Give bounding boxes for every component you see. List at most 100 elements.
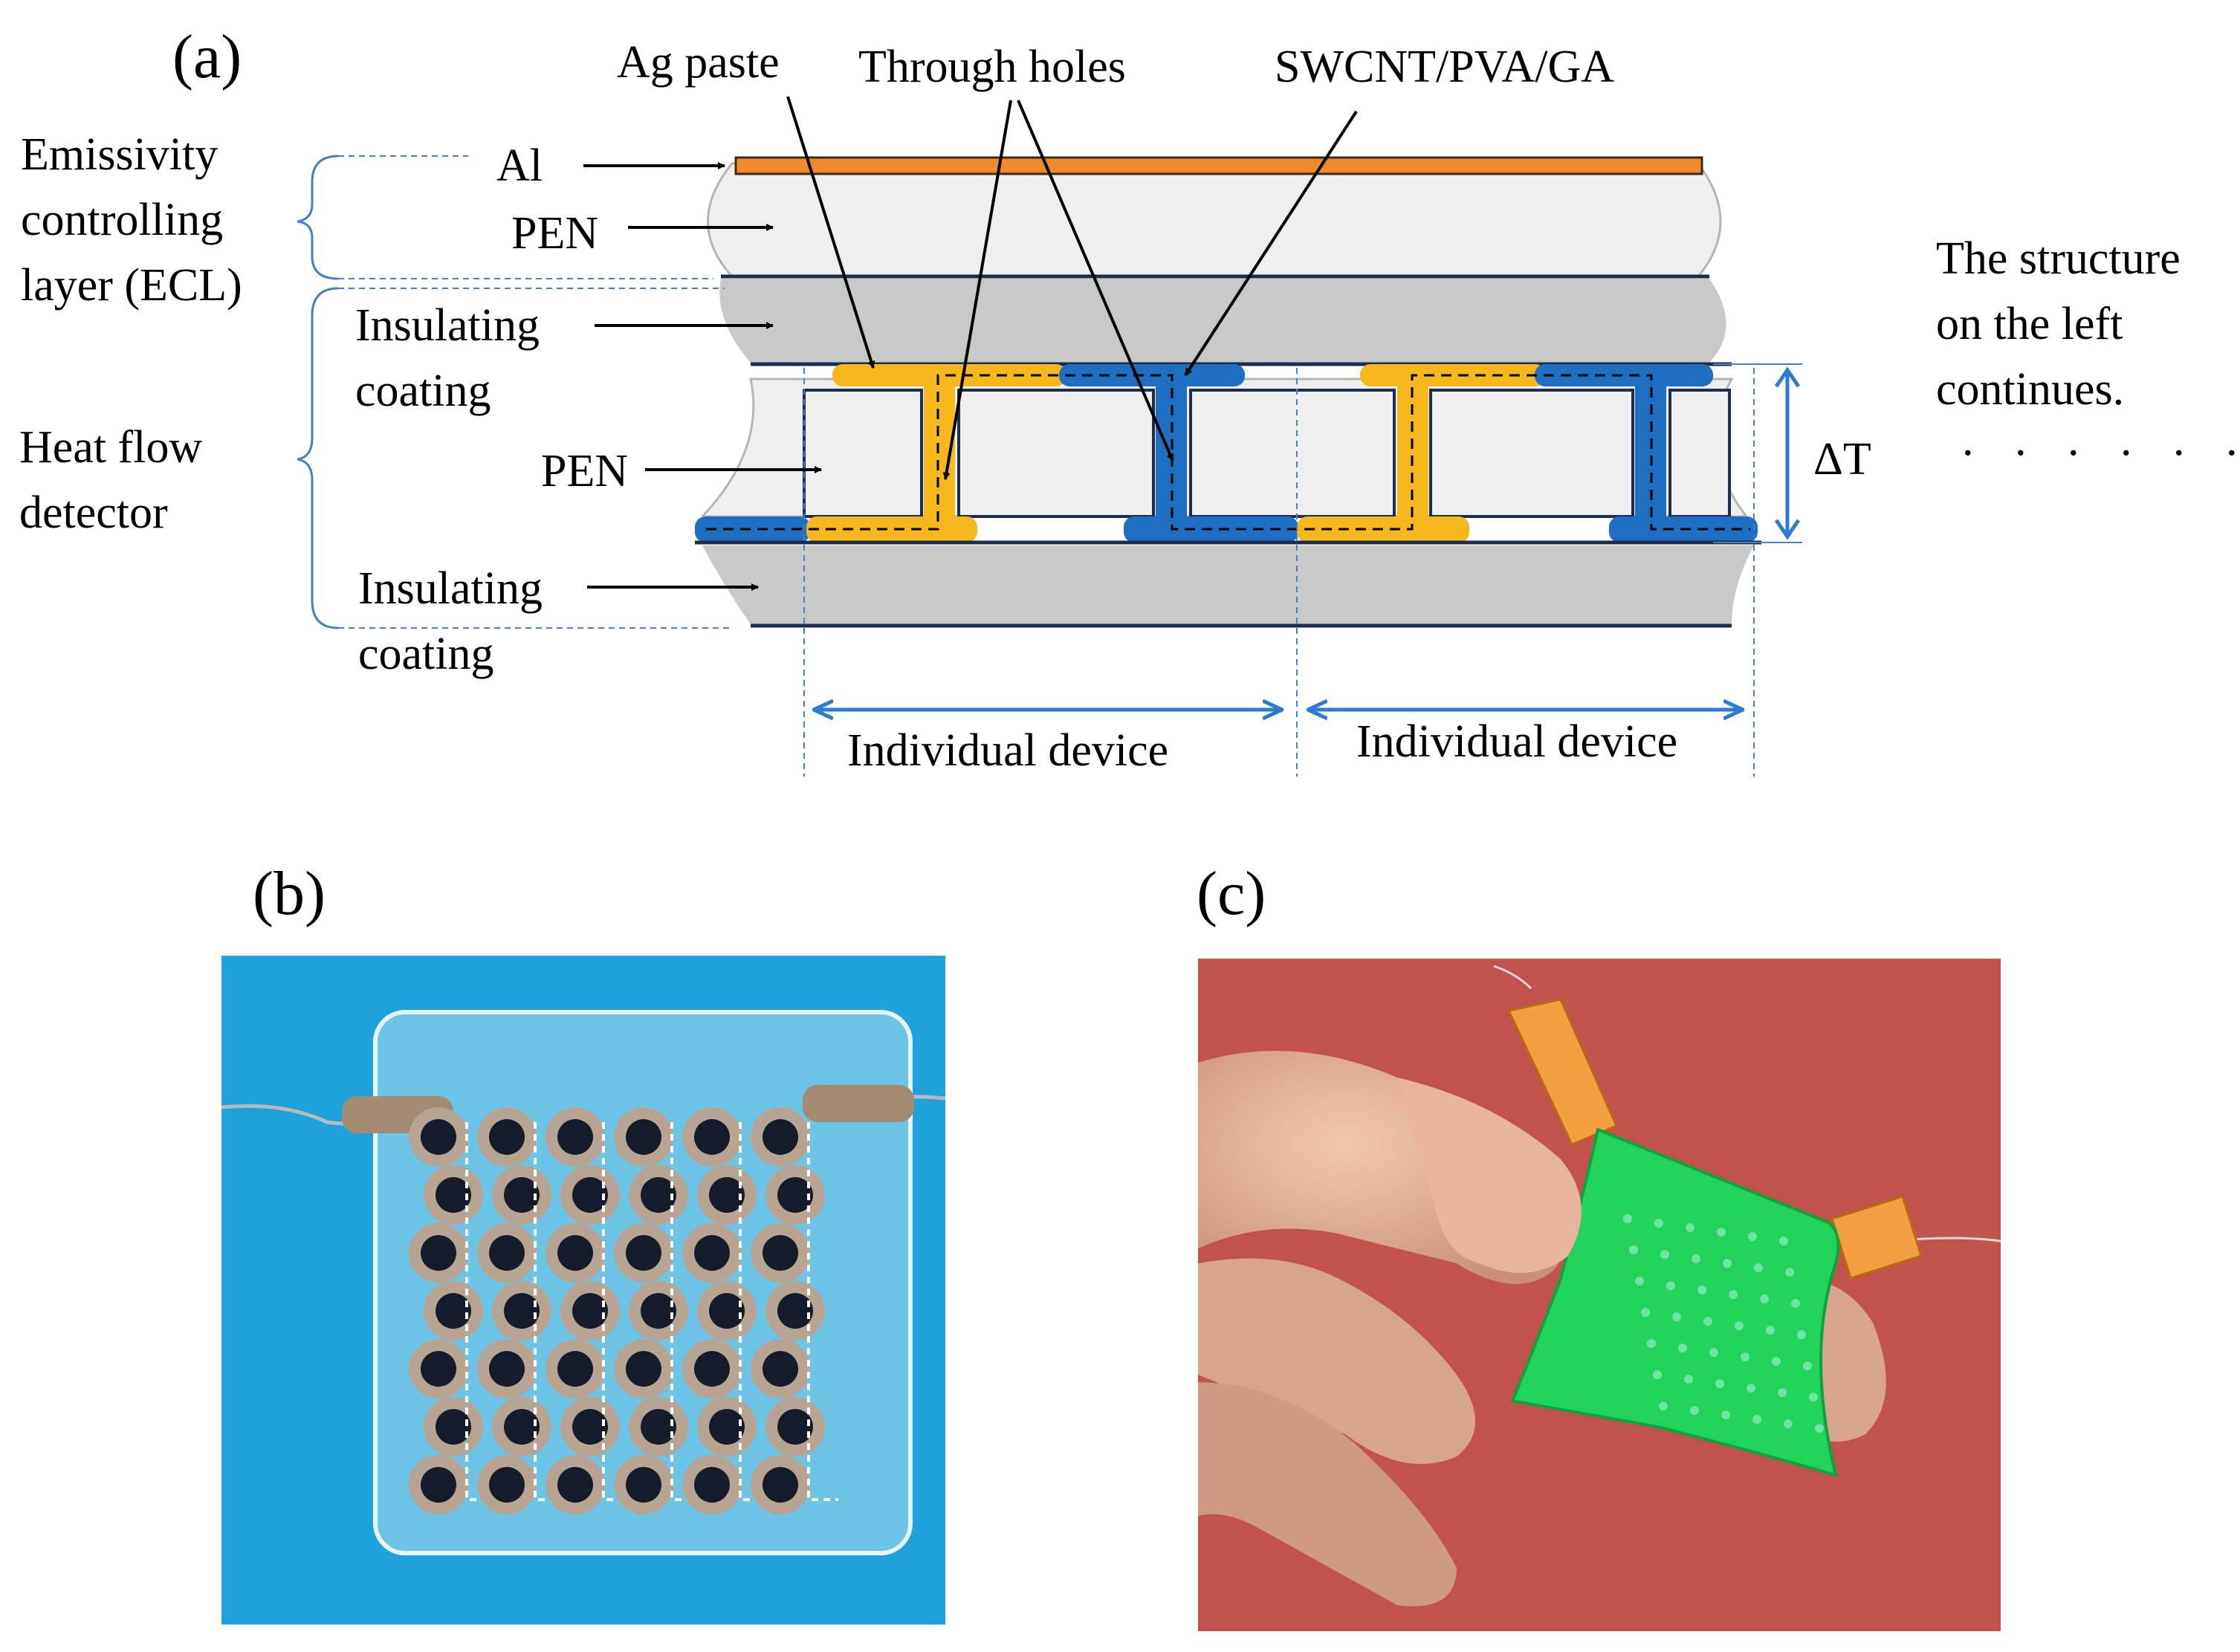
device-cell-dot: [489, 1467, 525, 1503]
film-dot: [1715, 1379, 1724, 1388]
al-layer: [734, 156, 1703, 175]
device-cell-dot: [641, 1293, 676, 1329]
continues-label-3: continues.: [1936, 364, 2124, 415]
device-cell-dot: [763, 1467, 798, 1503]
tape-right: [1830, 1195, 1923, 1280]
ag-paste-bottom-1: [806, 516, 977, 542]
device-cell-dot: [421, 1351, 456, 1387]
device-cell-dot: [709, 1409, 745, 1445]
right-contact: [803, 1085, 914, 1122]
film-dot: [1747, 1384, 1755, 1393]
device-cell-dot: [421, 1235, 456, 1271]
hfd-label-1: Heat flow: [19, 422, 202, 473]
film-dot: [1641, 1308, 1650, 1317]
film-dot: [1760, 1295, 1769, 1303]
pen-mid-label: PEN: [541, 446, 628, 496]
finger-2: [1198, 1382, 1457, 1607]
device-cell-dot: [557, 1235, 593, 1271]
device-cell-dot: [504, 1177, 540, 1213]
photo-c: [1198, 959, 2001, 1631]
film-dot: [1692, 1254, 1700, 1263]
insulating-top-label-1: Insulating: [355, 300, 540, 351]
device-cell-dot: [763, 1119, 798, 1155]
film-dot: [1623, 1214, 1632, 1223]
film-dot: [1729, 1290, 1738, 1299]
delta-t-label: ΔT: [1813, 434, 1871, 485]
device-cell-dot: [421, 1119, 456, 1155]
film-dot: [1686, 1223, 1694, 1232]
film-dot: [1709, 1348, 1718, 1357]
ecl-label-2: controlling: [21, 195, 223, 245]
hfd-bracket: [297, 287, 339, 629]
film-dot: [1791, 1299, 1800, 1308]
device-cell-dot: [572, 1293, 608, 1329]
swcnt-top-2: [1535, 364, 1713, 386]
device-cell-dot: [489, 1235, 525, 1271]
finger-1: [1198, 1258, 1475, 1464]
film-dot: [1666, 1281, 1675, 1290]
device-cell-dot: [709, 1293, 745, 1329]
insulating-top-label-2: coating: [355, 366, 491, 416]
film-dot: [1741, 1353, 1749, 1361]
device-cell-dot: [572, 1409, 608, 1445]
ecl-label-3: layer (ECL): [21, 260, 242, 311]
device-cell-dot: [694, 1119, 730, 1155]
film-dot: [1647, 1339, 1656, 1348]
device-cell-dot: [626, 1235, 661, 1271]
ecl-label-1: Emissivity: [21, 129, 218, 180]
device-cell-dot: [626, 1467, 661, 1503]
photo-b: [221, 956, 946, 1625]
device-cell-dot: [489, 1119, 525, 1155]
device-cell-dot: [641, 1177, 676, 1213]
film-dot: [1778, 1388, 1787, 1397]
film-dots: [1623, 1214, 1824, 1433]
film-dot: [1754, 1263, 1763, 1272]
tape-top: [1506, 998, 1618, 1146]
al-label: Al: [496, 140, 543, 191]
device-cell-dot: [777, 1409, 813, 1445]
insulating-bottom-label-2: coating: [358, 629, 494, 679]
film-dot: [1697, 1286, 1706, 1295]
film-dot: [1772, 1357, 1781, 1366]
swcnt-via-2: [1635, 379, 1666, 528]
film-dot: [1779, 1237, 1788, 1246]
film-dot: [1717, 1228, 1726, 1237]
ag-paste-via-2: [1397, 379, 1428, 528]
device-2-label: Individual device: [1356, 716, 1677, 767]
continues-label-2: on the left: [1936, 299, 2123, 349]
film-dot: [1752, 1415, 1761, 1424]
device-cell-dot: [777, 1293, 813, 1329]
device-cell-dot: [572, 1177, 608, 1213]
device-cell-dot: [763, 1235, 798, 1271]
insulating-bottom-label-1: Insulating: [358, 563, 543, 614]
device-cell-dot: [777, 1177, 813, 1213]
film-dot: [1654, 1219, 1663, 1228]
swcnt-label: SWCNT/PVA/GA: [1275, 42, 1614, 92]
continues-label-1: The structure: [1936, 233, 2181, 284]
film-dot: [1784, 1419, 1793, 1428]
panel-label-a: (a): [172, 22, 242, 91]
device-cell-dot: [504, 1409, 540, 1445]
film-dot: [1735, 1321, 1744, 1330]
device-cell-dot: [694, 1351, 730, 1387]
film-dot: [1690, 1406, 1699, 1415]
device-cell-dot: [557, 1119, 593, 1155]
film-dot: [1721, 1410, 1730, 1419]
film-dot: [1809, 1393, 1818, 1402]
insulating-coating-top: [719, 279, 1726, 363]
ecl-bracket: [297, 155, 339, 280]
device-cell-dot: [694, 1235, 730, 1271]
layer-stack: [695, 156, 1761, 628]
swcnt-bottom-0: [695, 516, 810, 542]
green-film: [1510, 1127, 1840, 1477]
hfd-label-2: detector: [19, 487, 168, 538]
device-cell-dot: [436, 1177, 471, 1213]
device-cell-dot: [504, 1293, 540, 1329]
device-cell-dot: [489, 1351, 525, 1387]
ag-paste-label: Ag paste: [617, 37, 780, 88]
device-cell-dot: [626, 1351, 661, 1387]
swcnt-via-1: [1156, 379, 1187, 528]
device-cell-dot: [694, 1467, 730, 1503]
